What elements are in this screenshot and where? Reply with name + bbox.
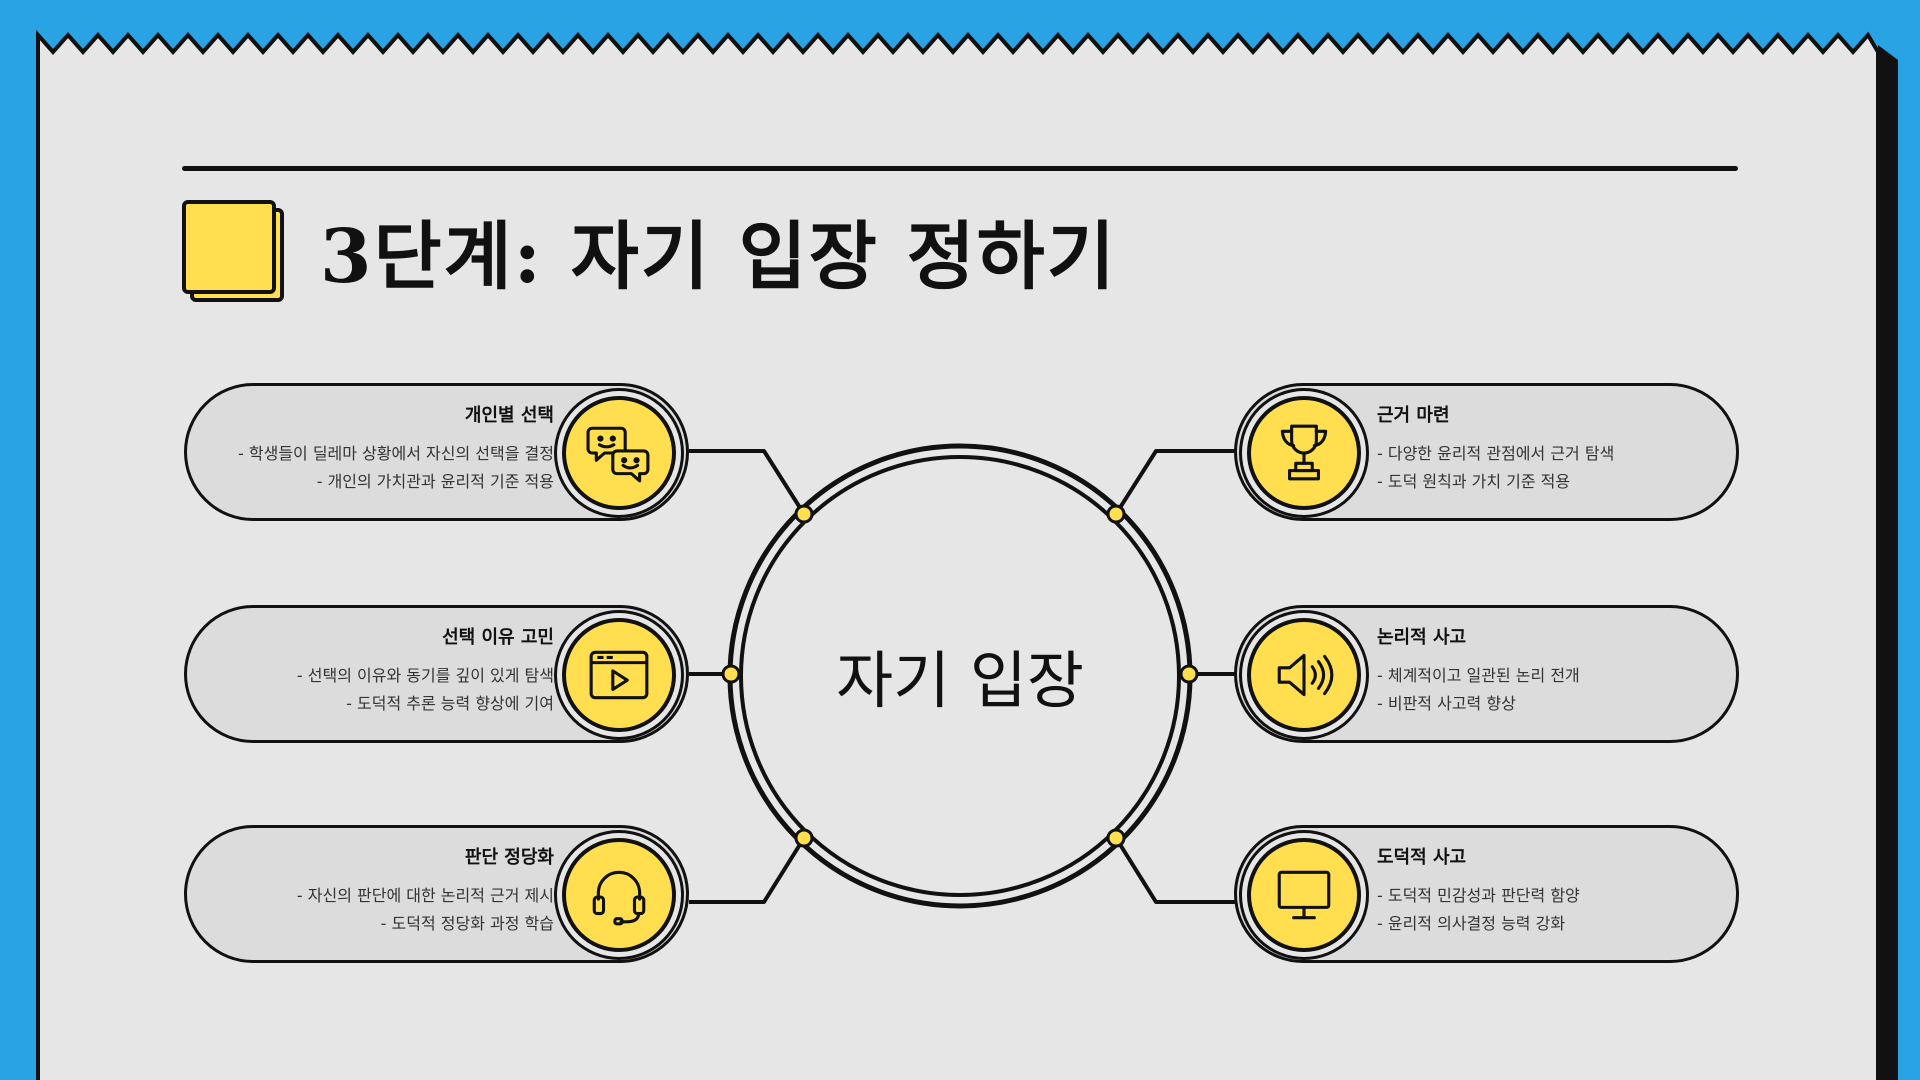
card-line: - 도덕적 추론 능력 향상에 기여 <box>346 694 554 713</box>
card-line: - 체계적이고 일관된 논리 전개 <box>1377 666 1580 685</box>
chat-bubbles-icon <box>562 396 676 510</box>
connector-dot-right-1 <box>1106 504 1126 524</box>
headset-icon <box>562 838 676 952</box>
connector-left-3 <box>689 836 806 904</box>
connector-dot-left-2 <box>721 664 741 684</box>
card-line: - 도덕적 정당화 과정 학습 <box>380 914 554 933</box>
page-title: 3단계: 자기 입장 정하기 <box>320 214 1117 300</box>
video-player-icon <box>562 618 676 732</box>
card-grounds: 근거 마련 - 다양한 윤리적 관점에서 근거 탐색 - 도덕 원칙과 가치 기… <box>1234 383 1739 521</box>
connector-dot-left-1 <box>794 504 814 524</box>
card-individual-choice: 개인별 선택 - 학생들이 딜레마 상황에서 자신의 선택을 결정 - 개인의 … <box>184 383 689 521</box>
connector-right-3 <box>1114 836 1236 904</box>
center-inner-ring <box>739 455 1181 897</box>
card-reason-consideration: 선택 이유 고민 - 선택의 이유와 동기를 깊이 있게 탐색 - 도덕적 추론… <box>184 605 689 743</box>
connector-right-1 <box>1114 449 1236 516</box>
card-line: - 학생들이 딜레마 상황에서 자신의 선택을 결정 <box>238 444 554 463</box>
card-line: - 자신의 판단에 대한 논리적 근거 제시 <box>296 886 554 905</box>
card-title: 판단 정당화 <box>464 847 554 868</box>
card-line: - 도덕 원칙과 가치 기준 적용 <box>1377 472 1571 491</box>
card-logical-thinking: 논리적 사고 - 체계적이고 일관된 논리 전개 - 비판적 사고력 향상 <box>1234 605 1739 743</box>
title-square-icon <box>182 200 287 305</box>
monitor-icon <box>1247 838 1361 952</box>
speaker-icon <box>1247 618 1361 732</box>
card-moral-thinking: 도덕적 사고 - 도덕적 민감성과 판단력 함양 - 윤리적 의사결정 능력 강… <box>1234 825 1739 963</box>
connector-dot-right-2 <box>1179 664 1199 684</box>
card-title: 논리적 사고 <box>1377 627 1467 648</box>
connector-left-1 <box>689 449 806 516</box>
card-line: - 다양한 윤리적 관점에서 근거 탐색 <box>1377 444 1615 463</box>
connector-dot-left-3 <box>794 828 814 848</box>
card-line: - 비판적 사고력 향상 <box>1377 694 1516 713</box>
center-label: 자기 입장 <box>836 644 1084 717</box>
card-line: - 윤리적 의사결정 능력 강화 <box>1377 914 1566 933</box>
trophy-icon <box>1247 396 1361 510</box>
card-line: - 도덕적 민감성과 판단력 함양 <box>1377 886 1580 905</box>
connector-dot-right-3 <box>1106 828 1126 848</box>
card-title: 선택 이유 고민 <box>442 627 554 648</box>
card-line: - 선택의 이유와 동기를 깊이 있게 탐색 <box>296 666 554 685</box>
card-title: 개인별 선택 <box>464 405 554 426</box>
card-judgment-justification: 판단 정당화 - 자신의 판단에 대한 논리적 근거 제시 - 도덕적 정당화 … <box>184 825 689 963</box>
title-rule <box>182 166 1738 171</box>
card-title: 근거 마련 <box>1377 405 1450 426</box>
card-title: 도덕적 사고 <box>1377 847 1467 868</box>
card-line: - 개인의 가치관과 윤리적 기준 적용 <box>316 472 554 491</box>
